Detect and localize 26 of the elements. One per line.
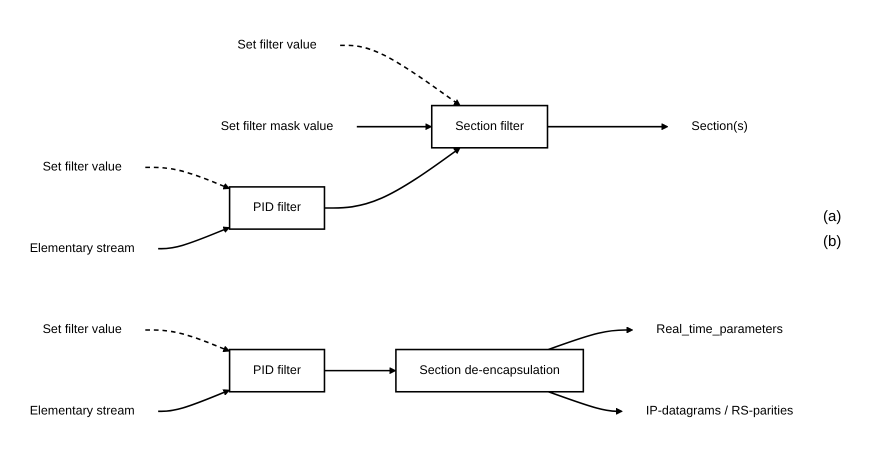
node-text: Set filter value bbox=[237, 38, 317, 52]
node-text: Elementary stream bbox=[30, 242, 135, 256]
arrow bbox=[145, 329, 230, 352]
arrow bbox=[158, 389, 230, 412]
arrow bbox=[548, 326, 634, 350]
node-text: Set filter mask value bbox=[220, 120, 334, 134]
arrow bbox=[324, 367, 396, 374]
figure-caption: (a) bbox=[823, 208, 842, 224]
arrow bbox=[548, 391, 623, 415]
arrow bbox=[145, 166, 230, 190]
node-text: Real_time_parameters bbox=[656, 323, 783, 336]
node-text: Set filter value bbox=[42, 160, 122, 174]
node-box: PID filter bbox=[228, 348, 326, 393]
node-text: Set filter value bbox=[42, 323, 122, 336]
node-text: Elementary stream bbox=[30, 404, 135, 418]
arrow bbox=[356, 123, 432, 130]
arrow bbox=[324, 148, 461, 209]
node-box: PID filter bbox=[228, 186, 326, 230]
figure-caption: (b) bbox=[823, 232, 842, 250]
node-text: IP-datagrams / RS-parities bbox=[646, 404, 794, 418]
node-text: Section(s) bbox=[691, 120, 748, 134]
arrow bbox=[158, 226, 230, 250]
arrow bbox=[548, 123, 668, 130]
node-box: Section de-encapsulation bbox=[395, 348, 584, 393]
arrow bbox=[340, 44, 461, 106]
node-box: Section filter bbox=[430, 104, 548, 149]
